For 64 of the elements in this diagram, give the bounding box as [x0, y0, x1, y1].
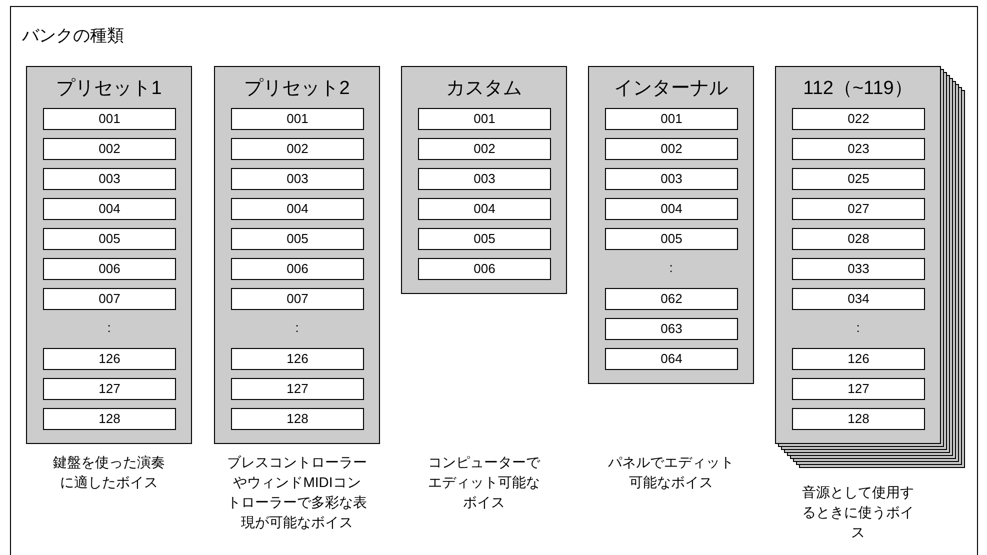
bank-panel	[588, 66, 754, 384]
bank-heading: 112（~119）	[802, 77, 914, 101]
voice-slot: 004	[43, 198, 176, 220]
voice-slot: 128	[792, 408, 925, 430]
voice-slot: 127	[231, 378, 364, 400]
voice-slot: 033	[792, 258, 925, 280]
diagram-title: バンクの種類	[22, 25, 124, 47]
bank-heading: カスタム	[445, 77, 523, 101]
bank-panel	[401, 66, 567, 294]
voice-slot: 001	[43, 108, 176, 130]
bank-description: コンピューターでエディット可能なボイス	[427, 453, 542, 512]
bank-panel	[26, 66, 192, 444]
voice-slot: 004	[605, 198, 738, 220]
voice-slot: 034	[792, 288, 925, 310]
voice-slot: 002	[418, 138, 551, 160]
voice-slot: 064	[605, 348, 738, 370]
voice-slot: 006	[231, 258, 364, 280]
voice-slot: 062	[605, 288, 738, 310]
voice-slot: 003	[231, 168, 364, 190]
voice-slot: 126	[43, 348, 176, 370]
voice-slot: 002	[231, 138, 364, 160]
voice-slot: 005	[43, 228, 176, 250]
voice-slot: 063	[605, 318, 738, 340]
voice-slot: 003	[43, 168, 176, 190]
voice-slot: 007	[231, 288, 364, 310]
voice-slot: 003	[418, 168, 551, 190]
bank-description: 鍵盤を使った演奏に適したボイス	[52, 453, 166, 492]
bank-heading: インターナル	[613, 77, 729, 101]
voice-slot: 005	[418, 228, 551, 250]
voice-slot: 126	[792, 348, 925, 370]
bank-description: ブレスコントローラーやウィンドMIDIコントローラーで多彩な表現が可能なボイス	[227, 453, 367, 532]
voice-slot: 004	[231, 198, 364, 220]
voice-slot: 022	[792, 108, 925, 130]
voice-slot: 007	[43, 288, 176, 310]
voice-slot: 128	[231, 408, 364, 430]
voice-slot: 127	[43, 378, 176, 400]
voice-slot: 128	[43, 408, 176, 430]
voice-slot: 001	[605, 108, 738, 130]
voice-slot: 004	[418, 198, 551, 220]
voice-slot: 006	[418, 258, 551, 280]
bank-panel	[214, 66, 380, 444]
bank-heading: プリセット2	[243, 77, 351, 101]
ellipsis-mark: :	[106, 319, 112, 337]
voice-slot: 005	[231, 228, 364, 250]
voice-slot: 028	[792, 228, 925, 250]
voice-slot: 023	[792, 138, 925, 160]
voice-slot: 001	[418, 108, 551, 130]
voice-slot: 003	[605, 168, 738, 190]
voice-slot: 006	[43, 258, 176, 280]
voice-slot: 005	[605, 228, 738, 250]
bank-panel	[775, 66, 941, 444]
voice-slot: 027	[792, 198, 925, 220]
ellipsis-mark: :	[668, 259, 674, 277]
voice-slot: 001	[231, 108, 364, 130]
ellipsis-mark: :	[294, 319, 300, 337]
voice-slot: 127	[792, 378, 925, 400]
voice-slot: 002	[43, 138, 176, 160]
bank-description: 音源として使用するときに使うボイス	[801, 483, 915, 542]
ellipsis-mark: :	[855, 319, 861, 337]
bank-heading: プリセット1	[55, 77, 163, 101]
voice-slot: 025	[792, 168, 925, 190]
voice-slot: 126	[231, 348, 364, 370]
bank-description: パネルでエディット可能なボイス	[607, 453, 735, 492]
voice-slot: 002	[605, 138, 738, 160]
